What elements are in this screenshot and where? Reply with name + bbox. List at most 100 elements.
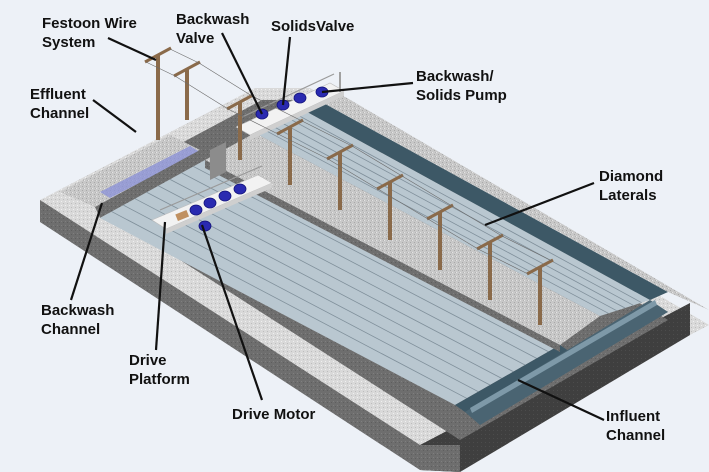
label-line: Valve — [176, 30, 215, 47]
lateral-line — [123, 204, 479, 393]
label-line: Laterals — [599, 187, 657, 204]
festoon-wire — [169, 48, 200, 64]
lateral-line — [269, 124, 617, 312]
label-line: System — [42, 34, 96, 51]
label-line: Channel — [30, 105, 90, 122]
label-line: Backwash/ — [416, 68, 494, 85]
platform-edge-back — [250, 91, 344, 140]
festoon-wire — [351, 145, 403, 177]
basin-corner-face — [420, 445, 460, 472]
label-line: Channel — [41, 321, 101, 338]
back-channel — [300, 100, 668, 300]
backwash-channel-wall — [95, 150, 205, 218]
platform-rail-front — [159, 165, 263, 211]
valve — [218, 190, 232, 202]
lateral-line — [134, 198, 491, 386]
drive-platform-back — [235, 72, 345, 140]
label-line: Backwash — [41, 302, 115, 319]
label-line: Channel — [606, 427, 666, 444]
valve — [203, 197, 217, 209]
platform-rail-back — [239, 73, 335, 119]
lateral-line — [158, 185, 514, 373]
label-backwash-valve: Backwash Valve — [176, 10, 249, 48]
valves-group — [189, 86, 329, 232]
label-line: Diamond — [599, 168, 664, 185]
filter-cell-back — [255, 88, 709, 316]
leader-effluent — [92, 99, 137, 133]
lateral-line — [193, 166, 549, 353]
festoon-wire — [277, 133, 329, 160]
festoon-crossarm — [226, 93, 254, 111]
label-solids-valve: SolidsValve — [271, 17, 354, 36]
label-line: Drive — [129, 352, 167, 369]
lateral-line — [181, 172, 537, 359]
label-line: Backwash — [176, 11, 250, 28]
effluent-water — [100, 146, 200, 198]
filter-cell-front — [100, 160, 570, 412]
leader-drive-platform — [154, 221, 167, 351]
festoon-wire — [477, 248, 529, 275]
festoon-wire — [501, 235, 553, 262]
lateral-line — [277, 120, 626, 309]
influent-channel-front — [455, 345, 570, 412]
festoon-wire — [377, 188, 429, 220]
valve — [293, 92, 307, 104]
label-line: Festoon Wire — [42, 15, 137, 32]
festoon-wire — [174, 75, 229, 110]
leader-laterals — [484, 181, 595, 227]
festoon-crossarm — [326, 143, 354, 161]
valve — [189, 204, 203, 216]
leader-drive-motor — [200, 224, 264, 401]
label-line: Solids Pump — [416, 87, 507, 104]
festoon-crossarm — [376, 173, 404, 191]
festoon-wire — [327, 158, 379, 190]
leader-influent — [517, 379, 605, 421]
label-diamond-laterals: Diamond Laterals — [599, 167, 663, 205]
label-drive-platform: Drive Platform — [129, 351, 190, 389]
label-backwash-solids-pump: Backwash/ Solids Pump — [416, 67, 507, 105]
label-drive-motor: Drive Motor — [232, 405, 315, 424]
lateral-line — [284, 115, 634, 306]
back-wall-top — [318, 88, 709, 310]
influent-channel-water — [465, 300, 668, 425]
effluent-channel — [60, 135, 205, 218]
leader-festoon — [107, 37, 157, 61]
label-influent-channel: Influent Channel — [606, 407, 665, 445]
valve — [198, 220, 212, 232]
leader-solids-valve — [281, 36, 292, 106]
center-wall-top — [205, 133, 600, 345]
festoon-wire — [227, 108, 279, 135]
festoon-crossarm — [144, 46, 172, 64]
label-backwash-channel: Backwash Channel — [41, 301, 114, 339]
festoon-crossarm — [476, 233, 504, 251]
festoon-crossarm — [173, 60, 201, 78]
influent-channel — [465, 300, 668, 425]
festoon-crossarm — [526, 258, 554, 276]
label-festoon-wire-system: Festoon Wire System — [42, 14, 137, 52]
lateral-line — [292, 111, 642, 304]
festoon-wire — [451, 205, 503, 237]
festoon-wire — [251, 95, 303, 122]
festoon-posts — [144, 46, 554, 325]
festoon-wire — [301, 120, 353, 147]
label-line: SolidsValve — [271, 18, 355, 35]
festoon-wire — [427, 218, 479, 250]
control-panel — [210, 142, 226, 180]
platform-edge-front — [166, 183, 272, 234]
effluent-channel-floor — [60, 135, 200, 207]
lateral-lines-back — [262, 111, 642, 314]
festoon-wire — [145, 61, 176, 77]
label-effluent-channel: Effluent Channel — [30, 85, 89, 123]
lateral-line — [169, 178, 526, 366]
leader-pump — [321, 81, 414, 94]
laterals-back — [255, 108, 650, 316]
laterals-front — [100, 160, 560, 405]
lateral-line — [262, 128, 609, 314]
label-line: Influent — [606, 408, 661, 425]
leader-backwash-valve — [221, 32, 263, 115]
leader-lines — [69, 32, 605, 421]
center-wall-side — [205, 160, 560, 352]
label-line: Drive Motor — [232, 406, 316, 423]
festoon-crossarm — [276, 118, 304, 136]
